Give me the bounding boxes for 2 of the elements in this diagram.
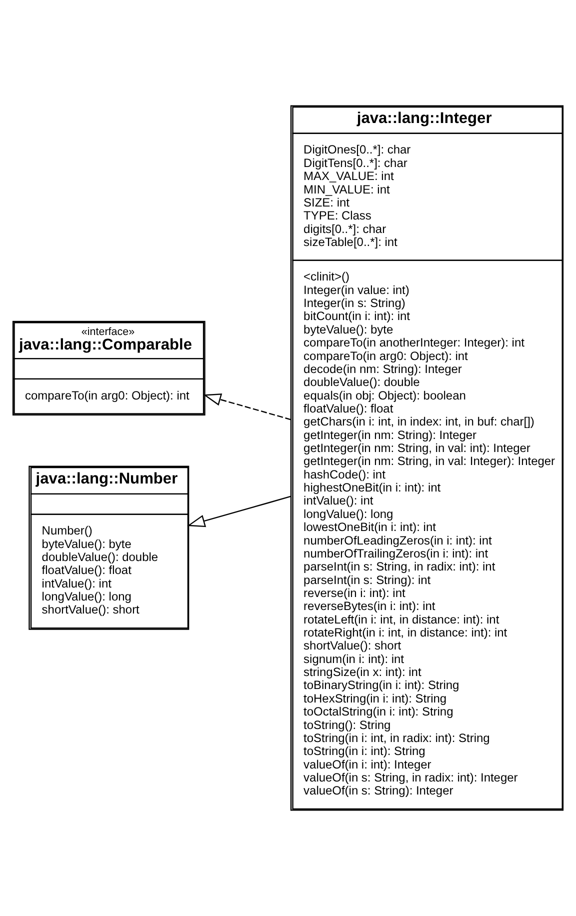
arrow	[187, 496, 292, 528]
arrow	[203, 394, 292, 420]
